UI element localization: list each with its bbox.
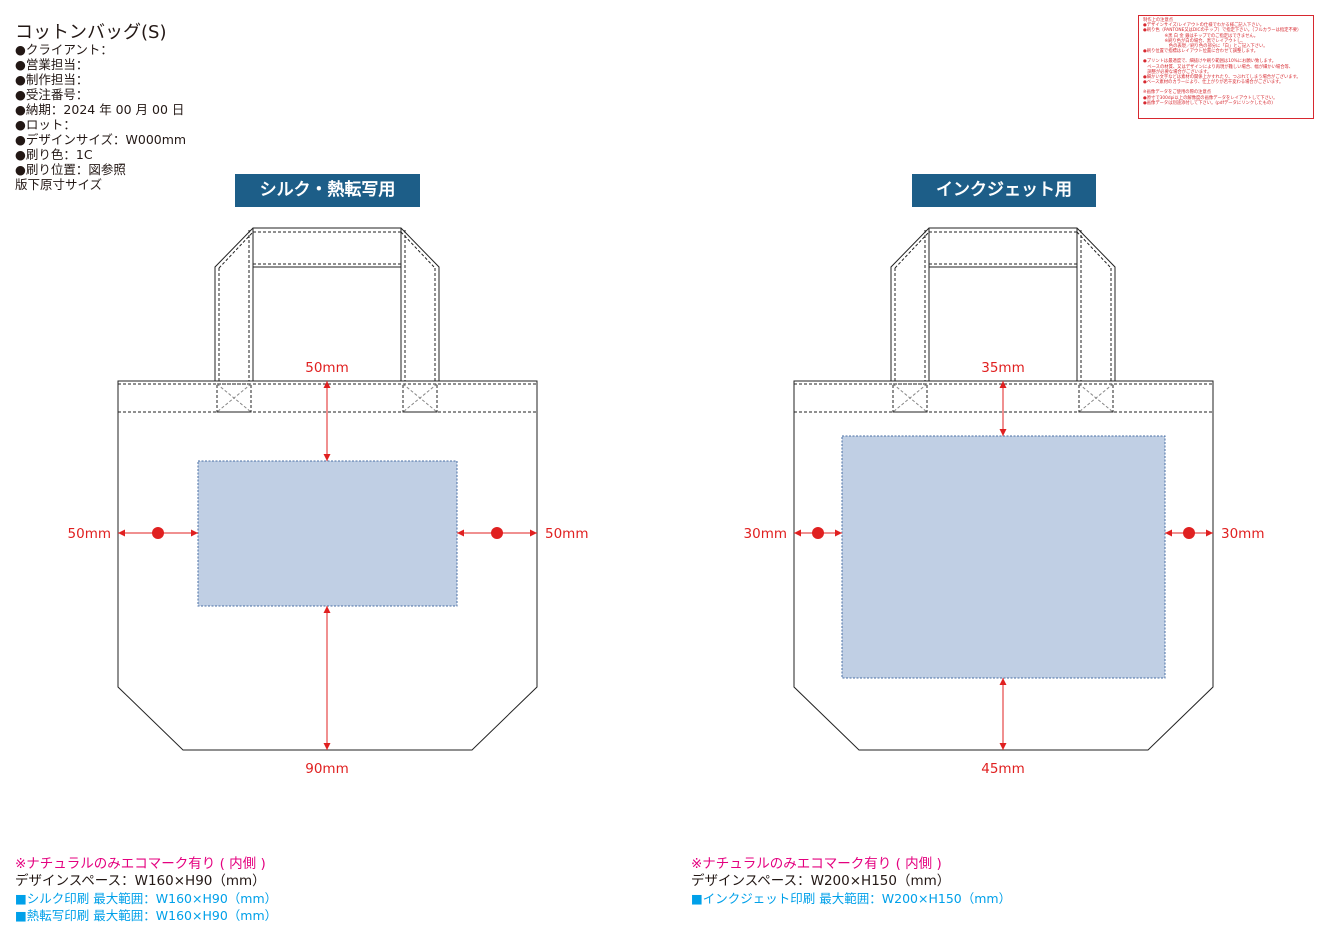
bottom-margin-label: 90mm — [305, 761, 348, 777]
arrow-head — [999, 743, 1007, 750]
max-range: ■シルク印刷 最大範囲：W160×H90（mm） — [15, 891, 278, 906]
dimension-dot — [1183, 527, 1195, 539]
note-line: ※刷り色が白の場合、黒でレイアウトし、 — [1143, 38, 1246, 44]
info-line: ●デザインサイズ：W000mm — [15, 132, 187, 147]
arrow-head — [999, 429, 1007, 436]
note-line: ●プリントは最適度で、細抜けや刷り範囲は10%にお願い致します。 — [1143, 59, 1277, 65]
handle-attachment — [892, 383, 928, 413]
handle-stitch — [400, 231, 436, 269]
info-line: ●納期：2024 年 00 月 00 日 — [15, 102, 185, 117]
bottom-margin-label: 45mm — [981, 761, 1024, 777]
note-line: ●画像データは別途添付して下さい。(pdfデータにリンクしたもの) — [1143, 100, 1273, 106]
attachment-cross — [402, 383, 438, 413]
arrow-head — [457, 529, 464, 537]
max-range: ■インクジェット印刷 最大範囲：W200×H150（mm） — [691, 891, 1012, 906]
left-footnotes: ※ナチュラルのみエコマーク有り ( 内側 ) デザインスペース：W160×H90… — [15, 856, 277, 924]
arrow-head — [1206, 529, 1213, 537]
arrow-head — [323, 381, 331, 388]
top-margin-label: 35mm — [981, 360, 1024, 376]
left-margin-label: 30mm — [744, 526, 787, 542]
info-line: ●営業担当： — [15, 57, 89, 72]
attachment-cross — [1078, 383, 1114, 413]
note-line: ※黒 白 金 銀はチップでのご指定はできません。 — [1143, 33, 1258, 39]
arrow-head — [1165, 529, 1172, 537]
inkjet-banner: インクジェット用 — [912, 174, 1096, 207]
product-title: コットンバッグ(S) — [15, 22, 167, 43]
left-margin-label: 50mm — [68, 526, 111, 542]
arrow-head — [323, 454, 331, 461]
info-line: ●刷り色：1C — [15, 147, 93, 162]
info-line: 版下原寸サイズ — [15, 177, 103, 192]
dimension-dot — [152, 527, 164, 539]
print-area — [841, 435, 1166, 679]
info-line: ●ロット： — [15, 117, 76, 132]
arrow-head — [323, 743, 331, 750]
arrow-head — [118, 529, 125, 537]
handle-attachment — [402, 383, 438, 413]
info-line: ●刷り位置：図参照 — [15, 162, 126, 177]
arrow-head — [323, 606, 331, 613]
handle-stitch — [1076, 231, 1112, 269]
arrow-head — [999, 678, 1007, 685]
right-margin-label: 30mm — [1221, 526, 1264, 542]
info-line: ●受注番号： — [15, 87, 89, 102]
arrow-head — [835, 529, 842, 537]
right-margin-label: 50mm — [545, 526, 588, 542]
note-line: ベースの材質、又はデザインにより再現が難しい場合、幅が細かい場合等、 — [1143, 64, 1294, 70]
dimension-dot — [491, 527, 503, 539]
note-line: ●刷り位置で指標はレイアウト位置に合わせて調整します。 — [1143, 49, 1259, 55]
note-line: 色の表現／刷り色の部分に「白」とご記入下さい。 — [1143, 44, 1268, 50]
eco-mark-note: ※ナチュラルのみエコマーク有り ( 内側 ) — [15, 856, 266, 872]
right-footnotes: ※ナチュラルのみエコマーク有り ( 内側 ) デザインスペース：W200×H15… — [691, 856, 1011, 907]
handle-outline — [890, 227, 1116, 381]
handle-outline — [214, 227, 440, 381]
silk-transfer-banner: シルク・熱転写用 — [235, 174, 420, 207]
handle-attachment — [1078, 383, 1114, 413]
handle-stitch — [894, 231, 930, 269]
right-bag-diagram: 35mm 45mm 30mm 30mm — [744, 227, 1264, 777]
design-space: デザインスペース：W160×H90（mm） — [15, 873, 266, 889]
note-line: ●デザインサイズ/レイアウトの仕様でわかる様ご記入下さい。 — [1143, 23, 1265, 29]
production-notes-box: 制作上の注意点●デザインサイズ/レイアウトの仕様でわかる様ご記入下さい。●刷り色… — [1138, 15, 1314, 119]
arrow-head — [999, 381, 1007, 388]
attachment-cross — [892, 383, 928, 413]
dimension-dot — [812, 527, 824, 539]
note-line: ●細かい文字などは素材の関係上かすれたり、つぶれてしまう場合がございます。 — [1143, 75, 1301, 81]
note-line: 制作上の注意点 — [1143, 18, 1174, 23]
design-space: デザインスペース：W200×H150（mm） — [691, 873, 951, 889]
top-margin-label: 50mm — [305, 360, 348, 376]
left-bag-diagram: 50mm 90mm 50mm 50mm — [68, 227, 588, 777]
arrow-head — [794, 529, 801, 537]
handle-stitch — [218, 231, 254, 269]
max-range: ■熱転写印刷 最大範囲：W160×H90（mm） — [15, 908, 278, 923]
note-line: ※画像データをご使用の際の注意点 — [1143, 90, 1212, 96]
note-line: ●ベース素材のカラーにより、仕上がりが若干変わる場合がございます。 — [1143, 80, 1284, 86]
note-line: ●原寸で300dpi以上の解像度の画像データをレイアウトして下さい。 — [1143, 95, 1278, 101]
attachment-cross — [216, 383, 252, 413]
note-line: ●刷り色（PANTONE又はDICのチップ）で指定下さい。（フルカラーは指定不要… — [1143, 28, 1302, 34]
eco-mark-note: ※ナチュラルのみエコマーク有り ( 内側 ) — [691, 856, 942, 872]
arrow-head — [530, 529, 537, 537]
info-line: ●制作担当： — [15, 72, 89, 87]
note-line: 調整が必要な場合がございます。 — [1143, 69, 1212, 75]
order-info: コットンバッグ(S) ●クライアント： ●営業担当： ●制作担当： ●受注番号：… — [15, 22, 186, 192]
print-area — [197, 460, 458, 607]
handle-attachment — [216, 383, 252, 413]
arrow-head — [191, 529, 198, 537]
info-line: ●クライアント： — [15, 42, 113, 57]
